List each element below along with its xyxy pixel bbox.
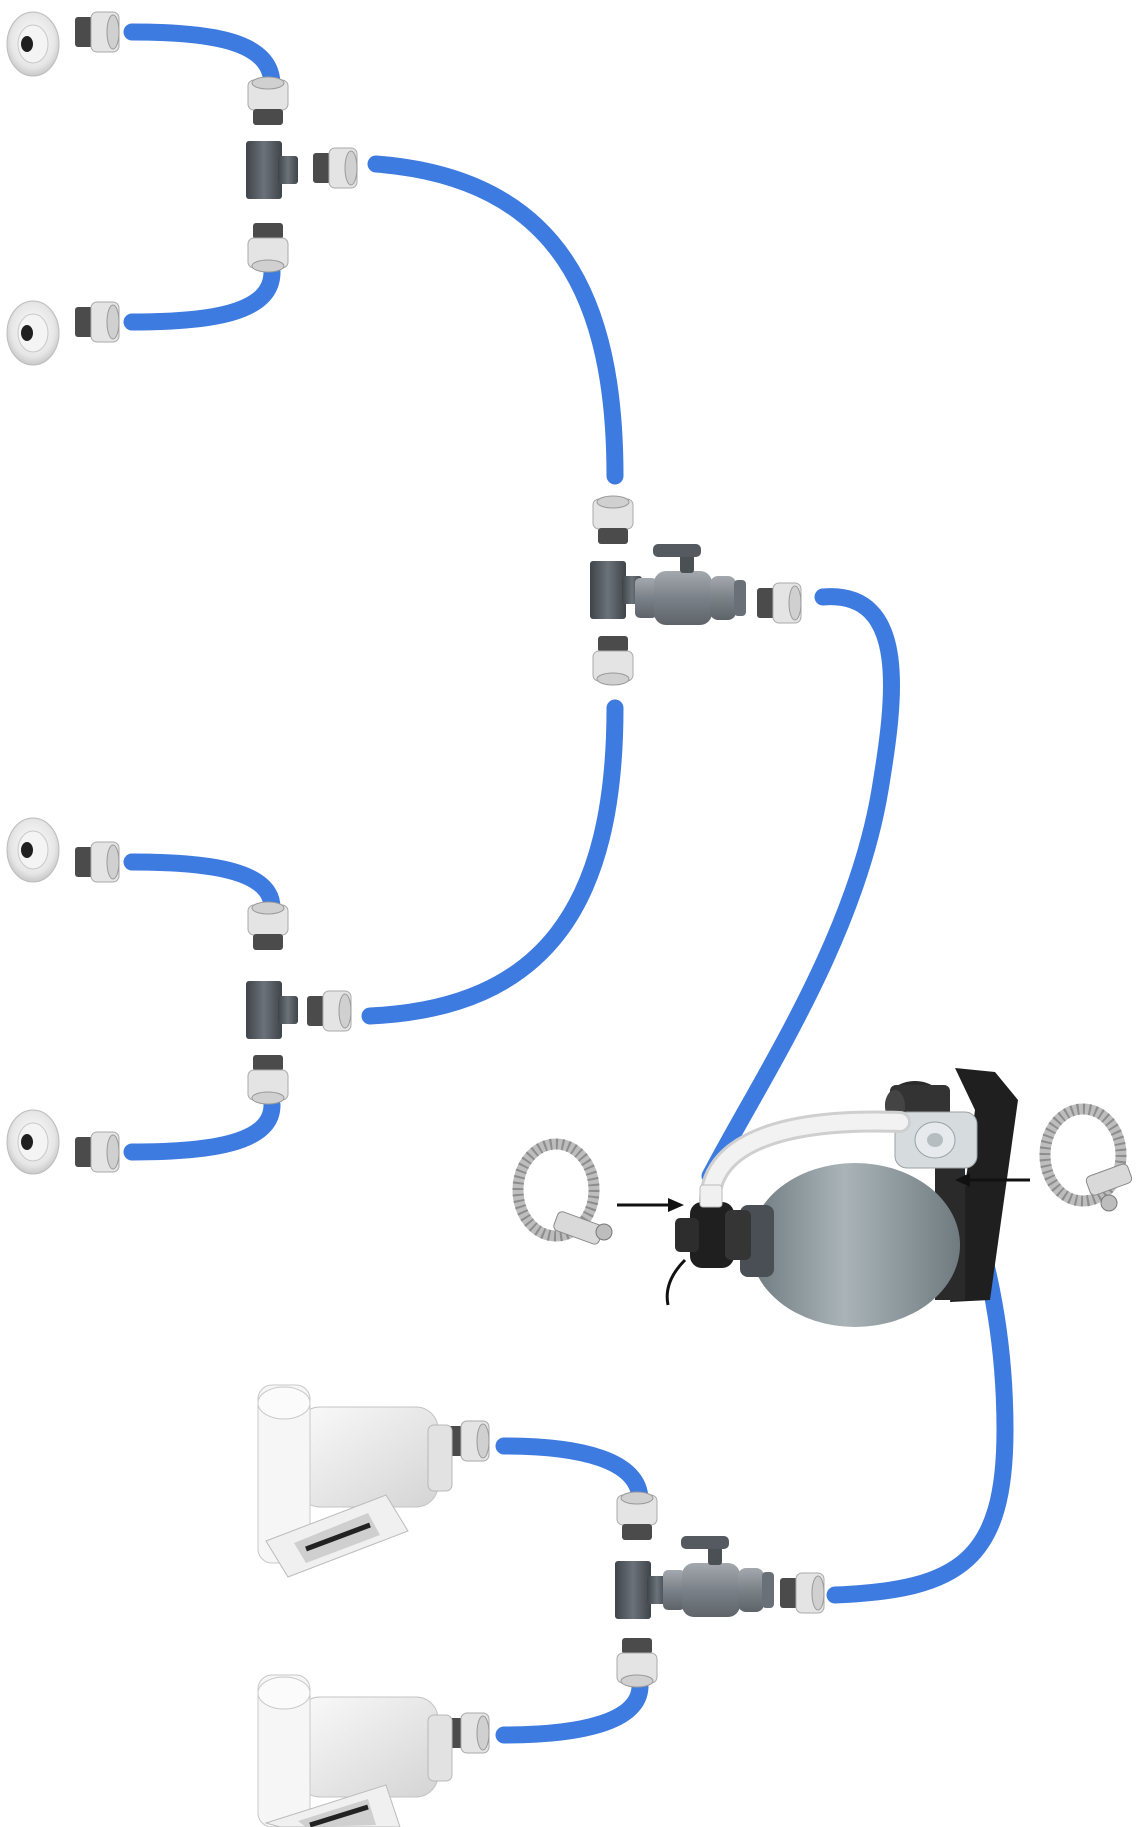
arrow-to-multiport-icon bbox=[617, 1198, 684, 1212]
inlet-nozzle-icon bbox=[7, 818, 59, 882]
multiport-valve-icon bbox=[667, 1185, 751, 1305]
hose-adapter-icon bbox=[780, 1573, 824, 1613]
sand-filter-unit bbox=[667, 1068, 1018, 1327]
hose-return-to-filter bbox=[710, 597, 892, 1176]
hose-clamp-icon bbox=[518, 1144, 612, 1246]
hose-adapter-icon bbox=[248, 77, 288, 125]
hose-lower-trunk bbox=[370, 708, 615, 1016]
hose-inlet-3 bbox=[132, 862, 272, 908]
hose-skimmer-1 bbox=[504, 1446, 640, 1500]
hose-adapter-icon bbox=[75, 842, 119, 882]
hose-skimmer-2 bbox=[504, 1686, 640, 1735]
inlet-nozzle-icon bbox=[7, 301, 59, 365]
inlet-nozzle-icon bbox=[7, 12, 59, 76]
hose-clamp-icon bbox=[1045, 1109, 1133, 1211]
hose-adapter-icon bbox=[248, 1055, 288, 1104]
hose-inlet-4 bbox=[132, 1105, 272, 1152]
skimmer-icon bbox=[258, 1675, 452, 1827]
return-inlets bbox=[7, 12, 59, 1174]
hose-adapter-icon bbox=[75, 1132, 119, 1172]
ball-valve-icon bbox=[635, 544, 746, 625]
hose-adapter-icon bbox=[248, 902, 288, 950]
hose-inlet-2 bbox=[132, 272, 272, 322]
hose-adapter-icon bbox=[75, 302, 119, 342]
tee-connector-icon bbox=[590, 561, 642, 619]
hose-adapter-icon bbox=[757, 583, 801, 623]
hose-inlet-1 bbox=[132, 32, 272, 85]
hose-adapter-icon bbox=[617, 1638, 657, 1687]
ball-valves bbox=[635, 544, 774, 1617]
hose-adapter-icon bbox=[313, 148, 357, 188]
hose-adapter-icon bbox=[593, 496, 633, 544]
hose-adapter-icon bbox=[248, 223, 288, 272]
tee-connector-icon bbox=[246, 981, 298, 1039]
filter-tank-icon bbox=[750, 1163, 960, 1327]
hose-adapter-icon bbox=[593, 636, 633, 685]
tee-connector-icon bbox=[615, 1561, 667, 1619]
tee-connector-icon bbox=[246, 141, 298, 199]
hose-adapter-icon bbox=[617, 1492, 657, 1540]
adapters-horizontal bbox=[75, 12, 824, 1753]
hose-adapter-icon bbox=[307, 991, 351, 1031]
inlet-nozzle-icon bbox=[7, 1110, 59, 1174]
skimmer-icon bbox=[258, 1385, 452, 1577]
ball-valve-icon bbox=[663, 1536, 774, 1617]
hose-upper-trunk bbox=[376, 164, 615, 476]
hose-adapter-icon bbox=[75, 12, 119, 52]
